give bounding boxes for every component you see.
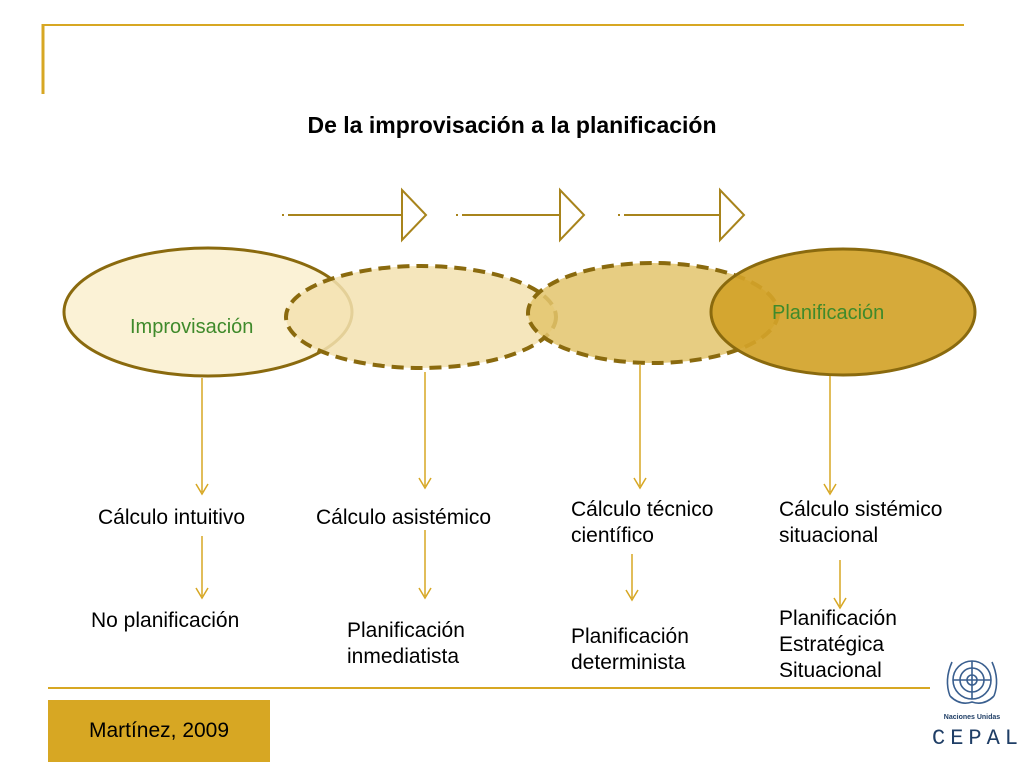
planificacion-estrategica-label: Planificación Estratégica Situacional bbox=[779, 607, 897, 682]
ellipse-label-improvisacion: Improvisación bbox=[130, 316, 254, 338]
arrow-down-4b bbox=[833, 560, 847, 610]
author-citation-box: Martínez, 2009 bbox=[48, 700, 270, 762]
author-citation: Martínez, 2009 bbox=[88, 719, 230, 742]
calculo-sistemico-label: Cálculo sistémico situacional bbox=[779, 498, 943, 547]
arrow-down-4a bbox=[823, 376, 837, 496]
arrow-down-1b bbox=[195, 536, 209, 600]
calculo-asistemico-label: Cálculo asistémico bbox=[316, 506, 492, 529]
progress-arrow-2 bbox=[456, 187, 586, 243]
planificacion-inmediatista-label: Planificación inmediatista bbox=[347, 619, 465, 668]
progress-arrow-3 bbox=[618, 187, 746, 243]
arrow-down-2a bbox=[418, 372, 432, 490]
ellipse-stage-2 bbox=[284, 264, 558, 370]
page-title: De la improvisación a la planificación bbox=[307, 112, 717, 138]
calculo-tecnico-label: Cálculo técnico científico bbox=[571, 498, 714, 547]
arrow-down-3b bbox=[625, 554, 639, 602]
planificacion-determinista-label: Planificación determinista bbox=[571, 625, 689, 674]
progress-arrow-1 bbox=[282, 187, 428, 243]
arrow-down-2b bbox=[418, 530, 432, 600]
logo-acronym: CEPAL bbox=[932, 726, 1024, 751]
logo-org-text: Naciones Unidas bbox=[943, 714, 1001, 721]
ellipse-label-planificacion: Planificación bbox=[772, 302, 885, 324]
calculo-intuitivo-label: Cálculo intuitivo bbox=[98, 506, 246, 529]
arrow-down-3a bbox=[633, 364, 647, 490]
no-planificacion-label: No planificación bbox=[91, 609, 240, 632]
arrow-down-1a bbox=[195, 378, 209, 496]
un-emblem-icon bbox=[946, 660, 998, 704]
ellipse-planificacion bbox=[709, 247, 977, 377]
